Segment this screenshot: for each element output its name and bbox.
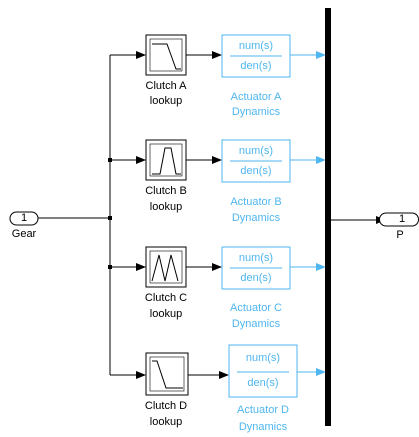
actuator-d-label-line1: Actuator D — [237, 404, 289, 416]
actuator-c-label-line1: Actuator C — [230, 302, 282, 314]
clutch-a-lookup-label-line2: lookup — [149, 95, 183, 107]
clutch-d-lookup-label-line2: lookup — [149, 416, 183, 428]
inport-number: 1 — [20, 212, 28, 224]
trapezoid-pulse-curve — [152, 147, 181, 175]
clutch-b-lookup-label-line1: Clutch B — [145, 185, 187, 197]
actuator-d-numerator: num(s) — [245, 352, 281, 364]
trapezoid-pulse-icon — [149, 143, 183, 177]
actuator-a-denominator: den(s) — [240, 60, 272, 72]
clutch-c-lookup-label-line2: lookup — [149, 308, 183, 320]
ramp-down-curve — [152, 43, 181, 70]
actuator-b-label-line2: Dynamics — [231, 212, 281, 224]
clutch-d-lookup-label-line1: Clutch D — [144, 400, 188, 412]
actuator-a-label-line1: Actuator A — [230, 91, 282, 103]
actuator-d-denominator: den(s) — [247, 377, 279, 389]
clutch-a-lookup-label-line1: Clutch A — [145, 80, 187, 92]
mux-bus-bar[interactable] — [325, 8, 331, 426]
ramp-up-curve — [152, 360, 183, 389]
actuator-b-numerator: num(s) — [238, 145, 274, 157]
actuator-d-block[interactable] — [228, 344, 298, 398]
ramp-down-icon — [149, 38, 183, 72]
clutch-c-lookup-label-line1: Clutch C — [144, 292, 188, 304]
actuator-c-label-line2: Dynamics — [231, 318, 281, 330]
actuator-b-label-line1: Actuator B — [230, 196, 282, 208]
double-peak-icon — [149, 250, 183, 284]
actuator-b-denominator: den(s) — [240, 165, 272, 177]
outport-number: 1 — [398, 213, 406, 225]
ramp-up-icon — [149, 356, 185, 392]
clutch-b-lookup-label-line2: lookup — [149, 201, 183, 213]
outport-label: P — [396, 229, 404, 241]
clutch-b-lookup-block[interactable] — [145, 139, 187, 181]
actuator-c-numerator: num(s) — [238, 252, 274, 264]
actuator-a-label-line2: Dynamics — [231, 106, 281, 118]
actuator-c-denominator: den(s) — [240, 272, 272, 284]
double-peak-curve — [151, 254, 179, 282]
clutch-d-lookup-block[interactable] — [145, 352, 189, 396]
actuator-a-numerator: num(s) — [238, 40, 274, 52]
actuator-d-label-line2: Dynamics — [238, 421, 288, 433]
inport-label: Gear — [11, 228, 37, 240]
outport-p-block[interactable] — [379, 212, 419, 227]
branch-point — [108, 216, 112, 220]
